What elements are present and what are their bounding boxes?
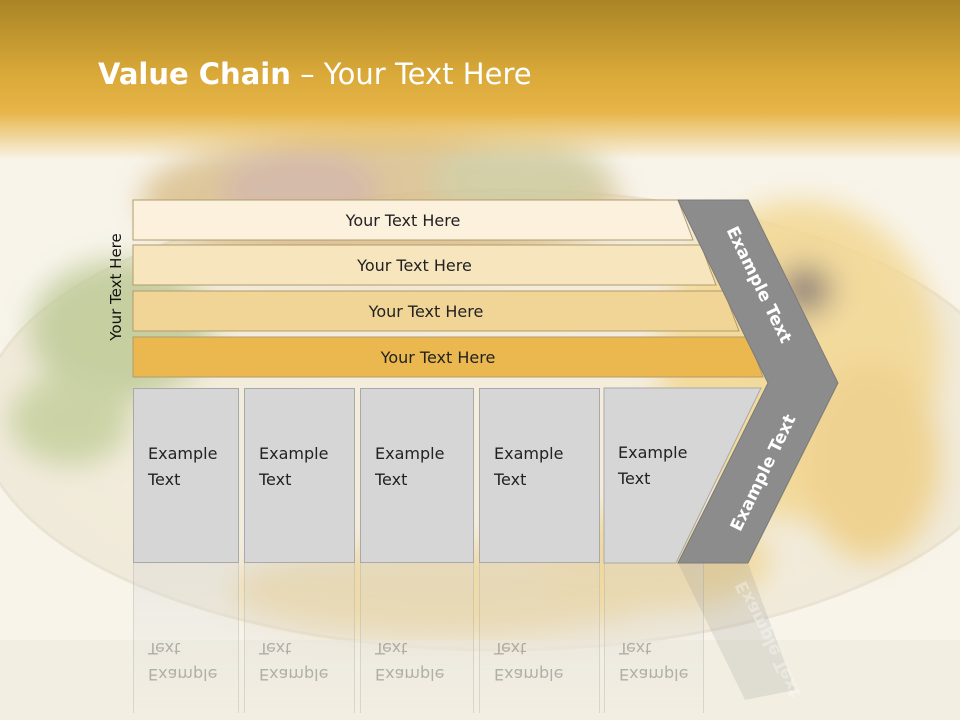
box-2-reflection-text: Example Text <box>259 639 329 684</box>
box-2-reflection: Example Text <box>244 563 355 713</box>
box-3-label: Example Text <box>375 444 445 489</box>
bar-3: Your Text Here <box>133 291 739 331</box>
box-5-label: Example Text <box>618 443 688 488</box>
slide-title: Value Chain – Your Text Here <box>98 54 532 94</box>
box-1-reflection: Example Text <box>133 563 239 713</box>
bar-1: Your Text Here <box>133 200 693 240</box>
bar-2: Your Text Here <box>133 245 716 285</box>
bar-1-label: Your Text Here <box>345 210 461 230</box>
box-2-label: Example Text <box>259 444 329 489</box>
box-1-label: Example Text <box>148 444 218 489</box>
title-bold: Value Chain <box>98 57 291 91</box>
box-4-reflection: Example Text <box>479 563 600 713</box>
box-3-reflection-text: Example Text <box>375 639 445 684</box>
box-1: Example Text <box>133 388 239 563</box>
bar-2-label: Your Text Here <box>357 255 472 275</box>
bar-4-label: Your Text Here <box>380 347 496 367</box>
title-rest: – Your Text Here <box>290 57 532 91</box>
header-band <box>0 0 960 160</box>
box-5-reflection-text: Example Text <box>619 639 689 684</box>
box-3: Example Text <box>360 388 474 563</box>
bar-3-label: Your Text Here <box>368 301 484 321</box>
box-4-label: Example Text <box>494 444 564 489</box>
box-5-reflection: Example Text <box>604 563 704 713</box>
box-2: Example Text <box>244 388 355 563</box>
box-1-reflection-text: Example Text <box>148 639 218 684</box>
box-4-reflection-text: Example Text <box>494 639 564 684</box>
bar-4: Your Text Here <box>133 337 763 377</box>
box-4: Example Text <box>479 388 600 563</box>
box-3-reflection: Example Text <box>360 563 474 713</box>
side-label-text: Your Text Here <box>107 233 125 341</box>
